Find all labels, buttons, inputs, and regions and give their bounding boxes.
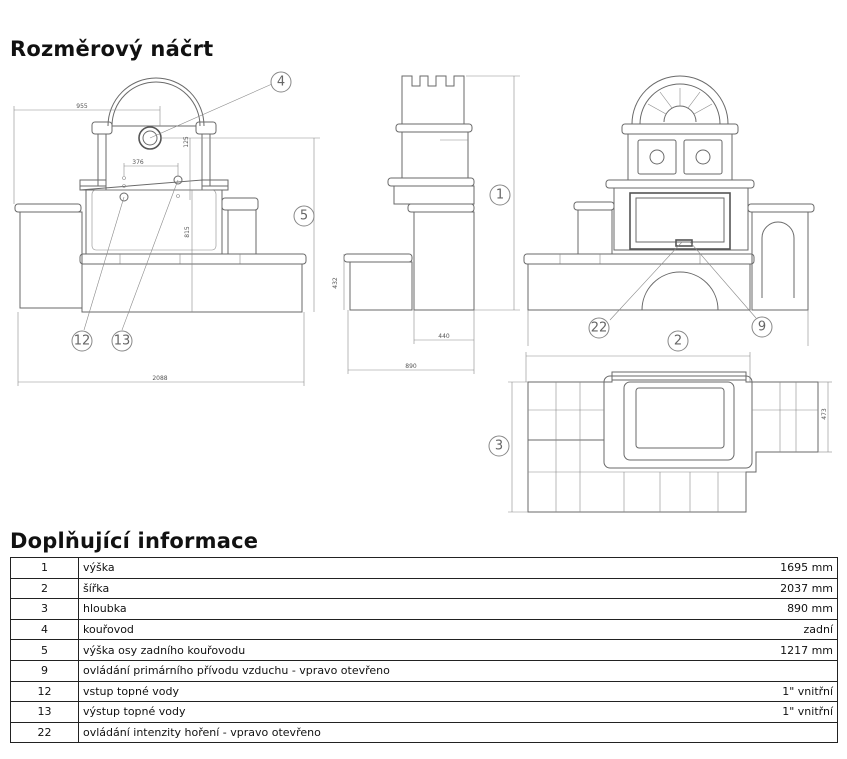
row-label: výstup topné vody — [78, 701, 699, 723]
row-value — [699, 659, 838, 682]
row-number: 12 — [10, 680, 79, 703]
callout-2 — [667, 330, 689, 352]
dim-815: 815 — [184, 226, 191, 238]
row-value: 1217 mm — [699, 639, 838, 661]
row-label: ovládání primárního přívodu vzduchu - vp… — [78, 659, 699, 682]
dim-473: 473 — [821, 408, 828, 420]
callout-22 — [588, 317, 610, 339]
back-view: 955 376 125 815 2088 4 5 12 13 — [13, 71, 320, 386]
dim-2088: 2088 — [152, 375, 167, 382]
row-label: ovládání intenzity hoření - vpravo otevř… — [78, 721, 699, 744]
row-label: šířka — [78, 577, 699, 600]
callout-12-label: 12 — [74, 334, 91, 349]
row-number: 4 — [10, 618, 79, 641]
row-number: 13 — [10, 701, 79, 723]
callout-4-label: 4 — [277, 75, 285, 90]
row-value: 1695 mm — [699, 557, 838, 579]
callout-1-label: 1 — [496, 188, 504, 203]
row-value: 1" vnitřní — [699, 680, 838, 703]
row-number: 3 — [10, 598, 79, 620]
row-label: vstup topné vody — [78, 680, 699, 703]
dim-440: 440 — [438, 333, 450, 340]
row-value: 2037 mm — [699, 577, 838, 600]
row-label: výška — [78, 557, 699, 579]
row-label: kouřovod — [78, 618, 699, 641]
dim-890: 890 — [405, 363, 417, 370]
callout-5-label: 5 — [300, 209, 308, 224]
row-value: zadní — [699, 618, 838, 641]
row-number: 5 — [10, 639, 79, 661]
row-number: 2 — [10, 577, 79, 600]
dim-432: 432 — [332, 277, 339, 289]
row-number: 22 — [10, 721, 79, 744]
row-label: výška osy zadního kouřovodu — [78, 639, 699, 661]
front-view: 22 9 2 — [523, 75, 815, 352]
callout-1 — [489, 184, 511, 206]
dimension-drawing: 955 376 125 815 2088 4 5 12 13 — [13, 71, 832, 513]
row-value: 890 mm — [699, 598, 838, 620]
callout-5 — [293, 205, 315, 227]
callout-13 — [111, 330, 133, 352]
callout-9-label: 9 — [758, 320, 766, 335]
row-number: 9 — [10, 659, 79, 682]
info-title: Doplňující informace — [10, 529, 259, 553]
row-value — [699, 721, 838, 744]
sketch-title: Rozměrový náčrt — [10, 37, 214, 61]
callout-3-label: 3 — [495, 439, 503, 454]
callout-22-label: 22 — [591, 321, 608, 336]
callout-2-label: 2 — [674, 334, 682, 349]
dim-955: 955 — [76, 103, 88, 110]
dim-125: 125 — [183, 136, 190, 148]
dim-376: 376 — [132, 159, 144, 166]
row-label: hloubka — [78, 598, 699, 620]
callout-13-label: 13 — [114, 334, 131, 349]
plan-view: 473 3 — [488, 352, 832, 513]
callout-4 — [270, 71, 292, 93]
row-number: 1 — [10, 557, 79, 579]
row-value: 1" vnitřní — [699, 701, 838, 723]
callout-9 — [751, 316, 773, 338]
callout-12 — [71, 330, 93, 352]
callout-3 — [488, 435, 510, 457]
side-view: 432 440 890 1 — [332, 75, 520, 374]
